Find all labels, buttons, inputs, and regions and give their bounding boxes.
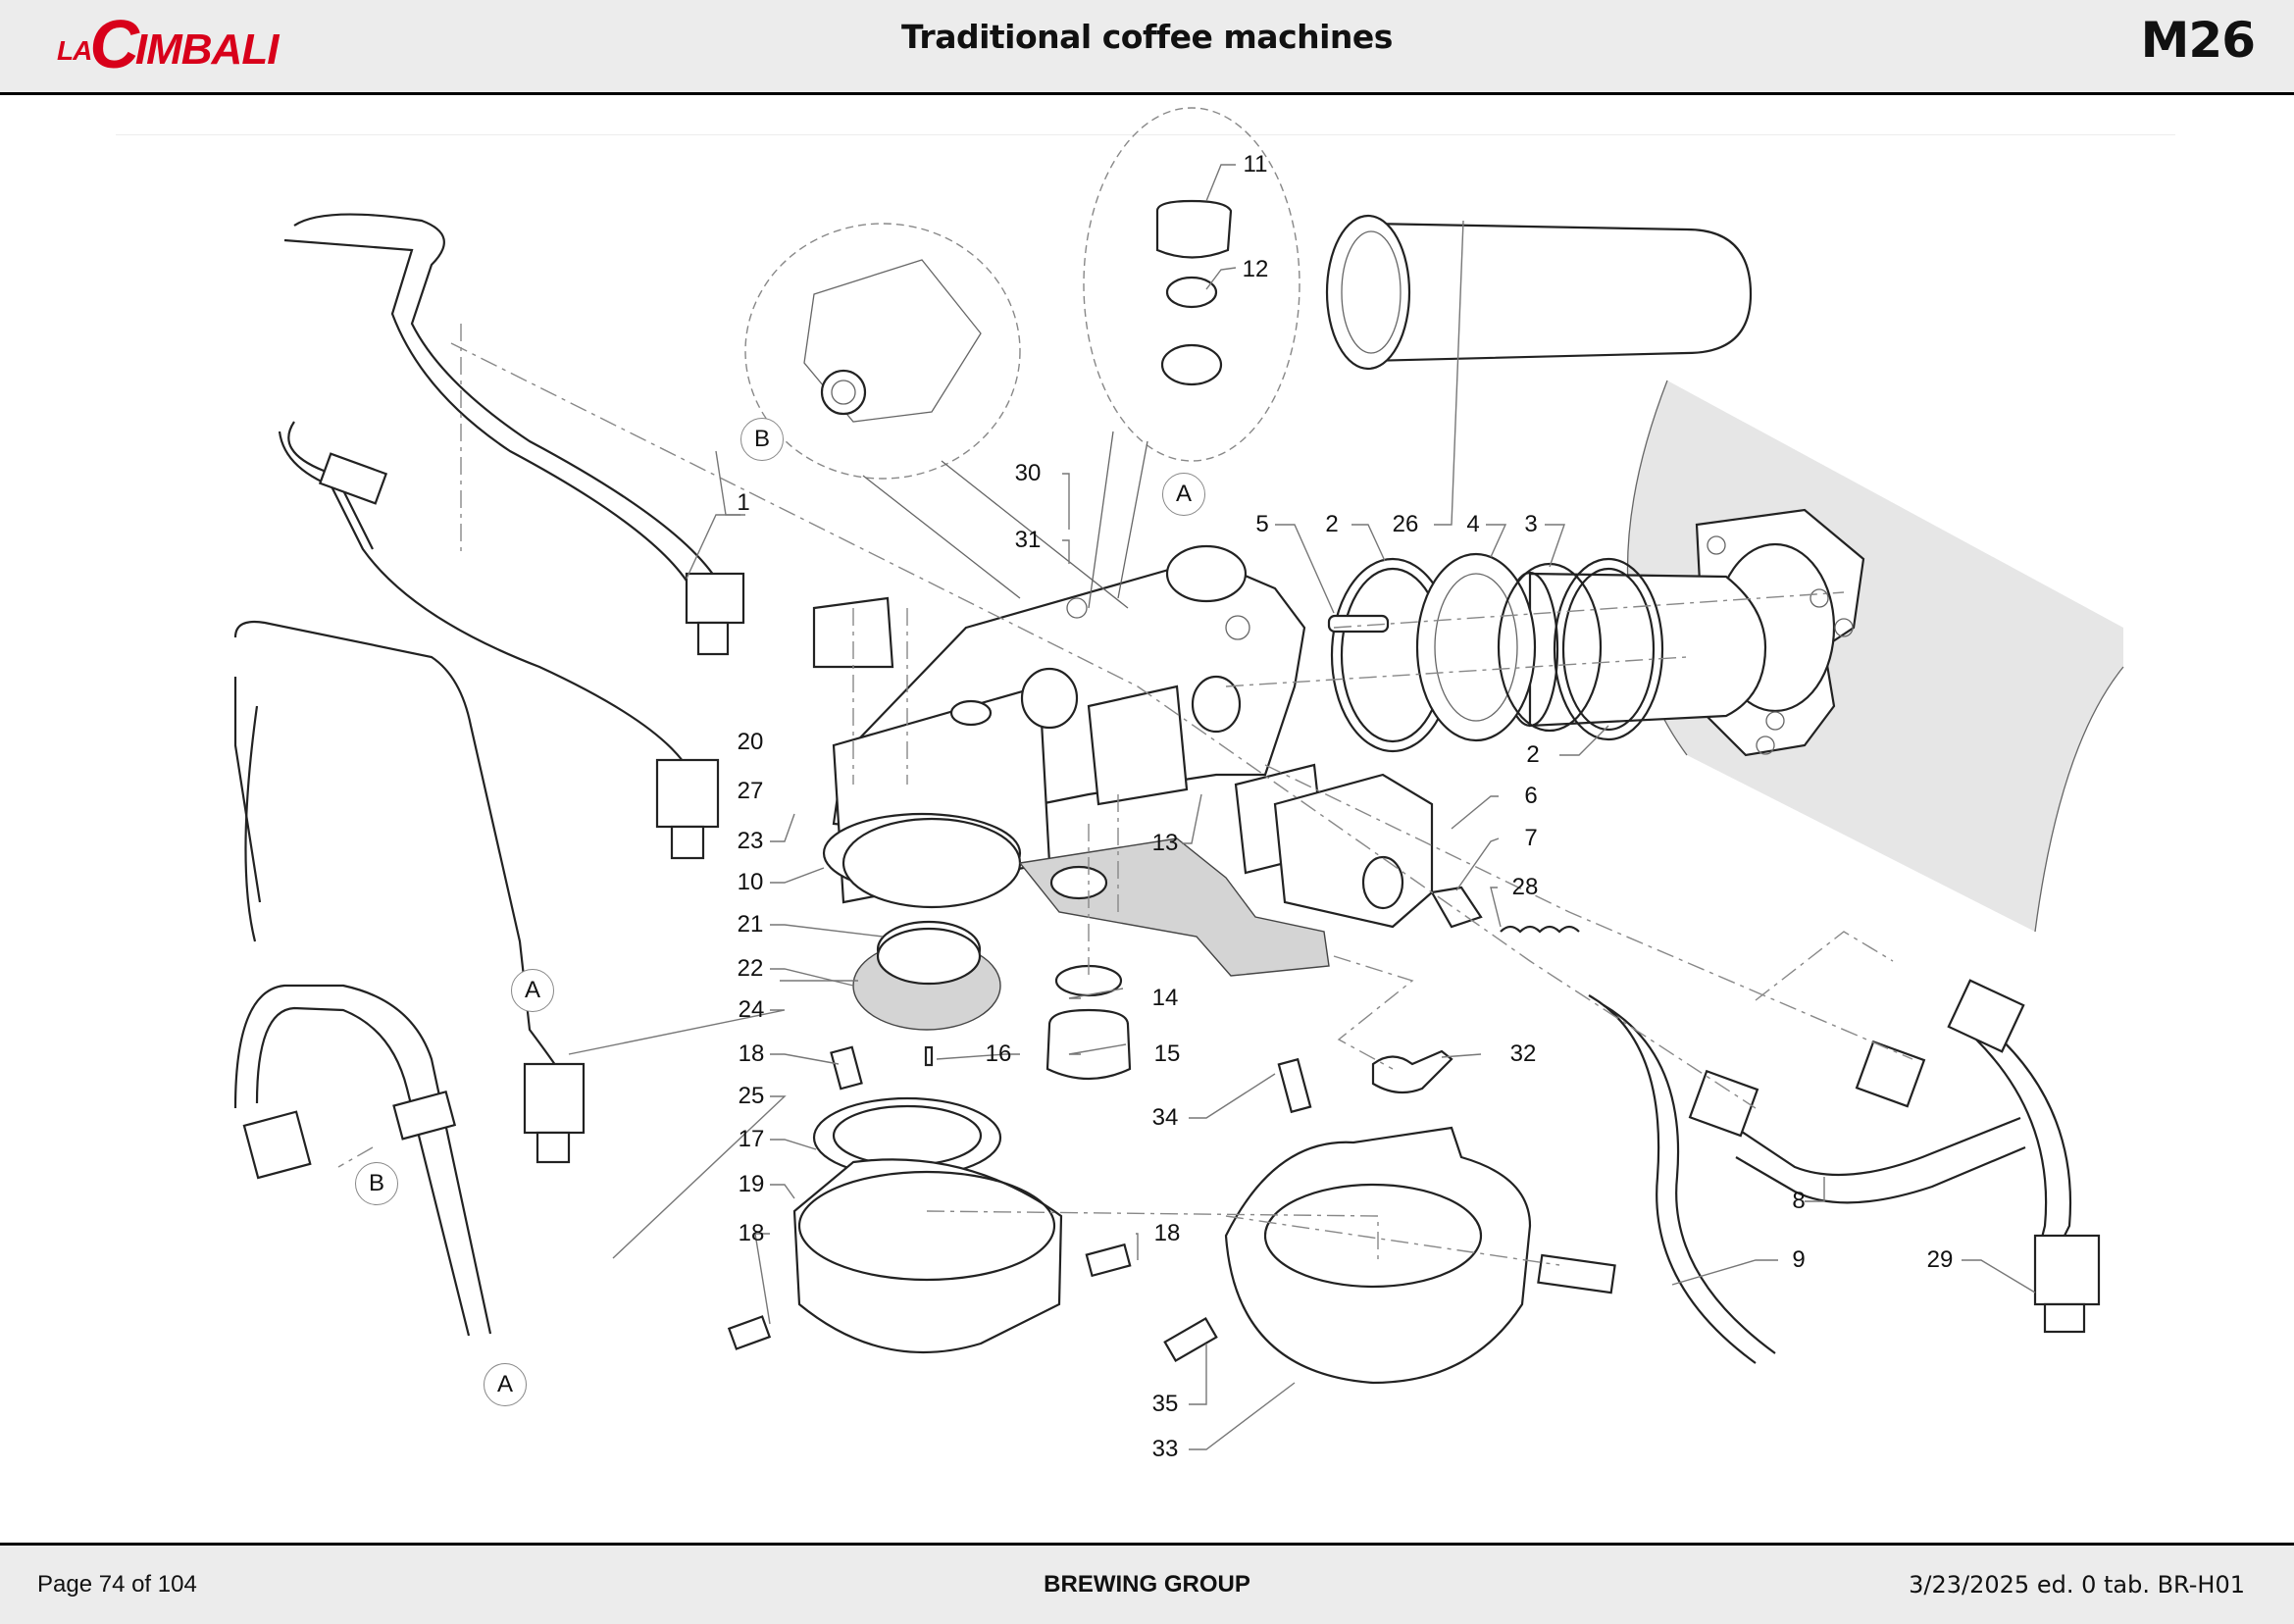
pipe-part-9 — [1588, 994, 1776, 1364]
callout-32: 32 — [1509, 1040, 1537, 1067]
logo-prefix: LA — [57, 35, 92, 66]
callout-7: 7 — [1524, 825, 1538, 851]
pipe-part-25 — [233, 984, 492, 1337]
leader-lines — [568, 164, 2036, 1450]
callout-28: 28 — [1511, 874, 1539, 900]
detail-view-11-12 — [1083, 107, 1300, 609]
part-16-screw — [924, 1045, 934, 1067]
ref-marker-a-3: A — [484, 1363, 527, 1406]
document-reference: 3/23/2025 ed. 0 tab. BR-H01 — [1909, 1571, 2245, 1599]
part-18-screw-3 — [830, 1045, 863, 1091]
callout-30: 30 — [1014, 460, 1042, 486]
callout-22: 22 — [737, 955, 764, 982]
boiler-cylinder — [1528, 572, 1767, 728]
page-footer: Page 74 of 104 BREWING GROUP 3/23/2025 e… — [0, 1543, 2294, 1624]
callout-12: 12 — [1242, 256, 1269, 282]
ref-marker-b-2: B — [355, 1162, 398, 1205]
callout-25: 25 — [738, 1083, 765, 1109]
ref-marker-a-2: A — [511, 969, 554, 1012]
callout-31: 31 — [1014, 527, 1042, 553]
callout-18: 18 — [738, 1040, 765, 1067]
part-5-stud — [1327, 614, 1390, 634]
callout-3: 3 — [1524, 511, 1538, 537]
callout-35: 35 — [1151, 1391, 1179, 1417]
callout-19: 19 — [738, 1171, 765, 1197]
callout-24: 24 — [738, 996, 765, 1023]
part-17-ring — [812, 1096, 1002, 1179]
callout-26: 26 — [1392, 511, 1419, 537]
callout-17: 17 — [738, 1126, 765, 1152]
document-title: Traditional coffee machines — [901, 18, 1393, 56]
callout-16: 16 — [985, 1040, 1012, 1067]
brew-group-body — [822, 544, 1306, 909]
model-code: M26 — [2140, 12, 2256, 69]
boiler-edge-right — [2034, 666, 2124, 933]
callout-5: 5 — [1255, 511, 1269, 537]
callout-13: 13 — [1151, 830, 1179, 856]
part-32-elbow — [1371, 1049, 1453, 1094]
callout-21: 21 — [737, 911, 764, 938]
part-35-screw — [1163, 1316, 1218, 1363]
part-6-solenoid-valve — [1234, 763, 1434, 929]
part-18-screw — [1085, 1243, 1132, 1278]
page-header: LA C IMBALI Traditional coffee machines … — [0, 0, 2294, 95]
callout-33: 33 — [1151, 1436, 1179, 1462]
callout-18b: 18 — [738, 1220, 765, 1246]
callout-10: 10 — [737, 869, 764, 895]
callout-18c: 18 — [1153, 1220, 1181, 1246]
part-34-screw — [1277, 1057, 1312, 1114]
callout-1: 1 — [737, 489, 750, 516]
callout-11: 11 — [1243, 151, 1268, 178]
la-cimbali-logo: LA C IMBALI — [57, 6, 280, 82]
pipe-part-29 — [1947, 979, 2101, 1334]
logo-rest: IMBALI — [134, 25, 280, 74]
callout-15: 15 — [1153, 1040, 1181, 1067]
pipe-part-23 — [278, 421, 720, 860]
callout-14: 14 — [1151, 985, 1179, 1011]
callout-6: 6 — [1524, 783, 1538, 809]
part-26-sleeve — [1325, 214, 1753, 371]
callout-23: 23 — [737, 828, 764, 854]
detail-view-b — [744, 223, 1129, 609]
part-28-spring — [1500, 925, 1580, 934]
ref-marker-a: A — [1162, 473, 1205, 516]
callout-4: 4 — [1466, 511, 1480, 537]
page-number: Page 74 of 104 — [37, 1571, 197, 1598]
callout-2b: 2 — [1526, 741, 1540, 768]
callout-27: 27 — [737, 778, 764, 804]
callout-8: 8 — [1792, 1188, 1806, 1214]
part-7-fitting — [1430, 886, 1483, 929]
header-separator — [116, 134, 2175, 135]
pipe-part-8 — [1688, 1040, 2026, 1204]
callout-34: 34 — [1151, 1104, 1179, 1131]
screw-right — [1537, 1253, 1616, 1294]
part-15-plug — [1045, 1008, 1132, 1081]
o-rings — [1330, 552, 1664, 753]
callout-2: 2 — [1325, 511, 1339, 537]
pipe-part-24 — [233, 620, 586, 1164]
section-title: BREWING GROUP — [1044, 1571, 1250, 1598]
pipe-part-1 — [283, 213, 745, 656]
callout-9: 9 — [1792, 1246, 1806, 1273]
ref-marker-b: B — [740, 418, 784, 461]
part-19-ring — [792, 1158, 1063, 1353]
part-18-screw-2 — [727, 1315, 772, 1350]
logo-initial: C — [89, 6, 139, 82]
callout-29: 29 — [1926, 1246, 1954, 1273]
callout-20: 20 — [737, 729, 764, 755]
